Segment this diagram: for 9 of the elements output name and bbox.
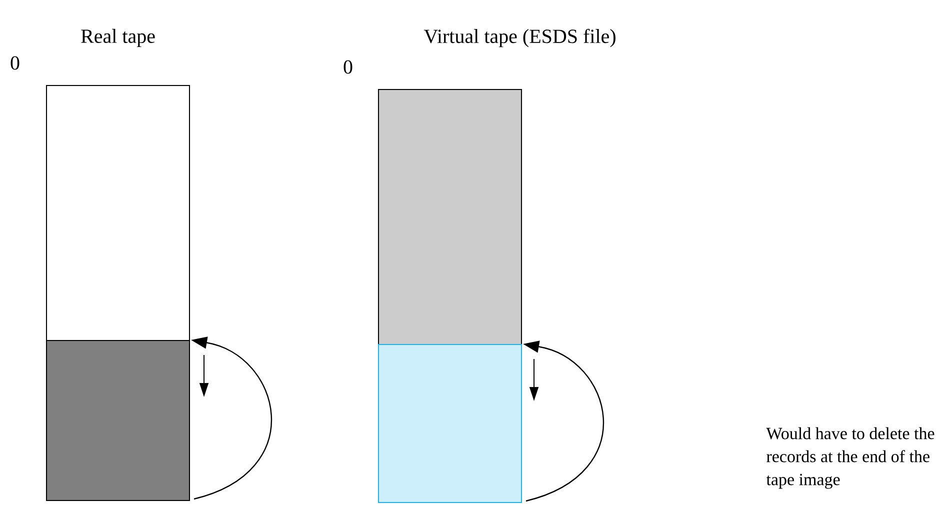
- position-label: 0: [10, 56, 20, 70]
- tape-segment: [378, 89, 522, 345]
- tape-title: Real tape: [81, 28, 155, 48]
- tape-title: Virtual tape (ESDS file): [424, 28, 616, 48]
- tape-segment: [46, 85, 190, 341]
- position-label: 0: [344, 60, 352, 74]
- tape-segment: [378, 344, 522, 503]
- tape-segment: [46, 340, 190, 501]
- note-text: Would have to delete the records at the end of the tape image: [766, 427, 934, 489]
